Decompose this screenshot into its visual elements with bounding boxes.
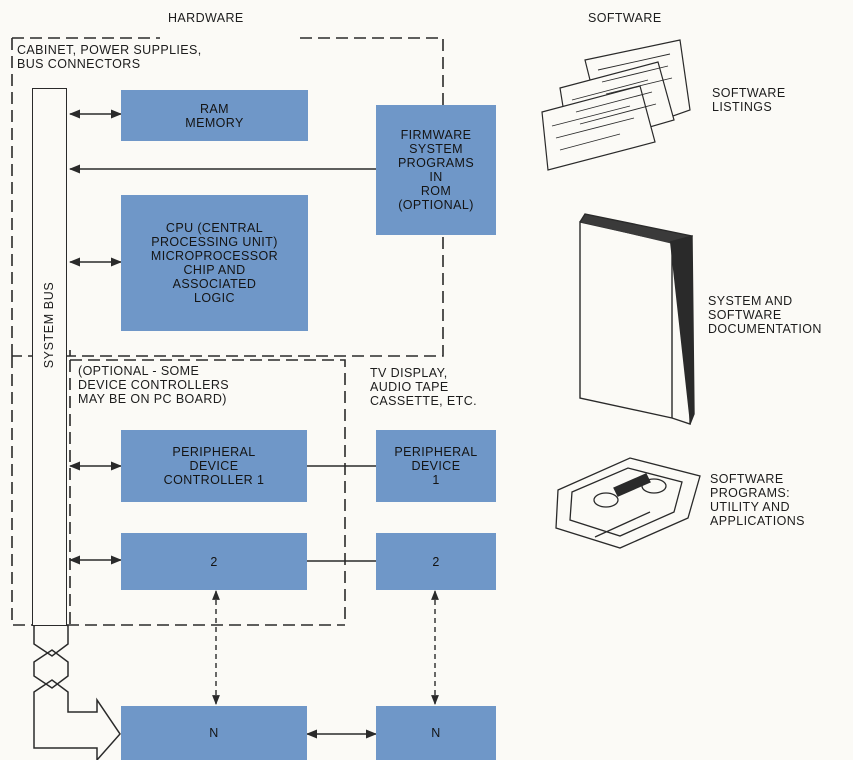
firmware-box: FIRMWARE SYSTEM PROGRAMS IN ROM (OPTIONA… — [376, 105, 496, 235]
software-listings-label: SOFTWARE LISTINGS — [712, 86, 786, 114]
optional-note: (OPTIONAL - SOME DEVICE CONTROLLERS MAY … — [78, 364, 229, 406]
documentation-label: SYSTEM AND SOFTWARE DOCUMENTATION — [708, 294, 822, 336]
listing-paper-icon — [541, 39, 691, 171]
tv-note: TV DISPLAY, AUDIO TAPE CASSETTE, ETC. — [370, 366, 478, 408]
software-programs-label: SOFTWARE PROGRAMS: UTILITY AND APPLICATI… — [710, 472, 805, 528]
ram-memory-box: RAM MEMORY — [121, 90, 308, 141]
hardware-title: HARDWARE — [168, 11, 244, 25]
cabinet-label: CABINET, POWER SUPPLIES, BUS CONNECTORS — [17, 43, 202, 71]
cpu-box: CPU (CENTRAL PROCESSING UNIT) MICROPROCE… — [121, 195, 308, 331]
manual-book-icon — [579, 213, 695, 425]
peripheral-controller-n-box: N — [121, 706, 307, 760]
cabinet-outline — [11, 37, 444, 357]
system-bus — [32, 88, 67, 626]
peripheral-device-n-box: N — [376, 706, 496, 760]
peripheral-device-2-box: 2 — [376, 533, 496, 590]
cassette-tape-icon — [555, 457, 701, 549]
peripheral-controller-2-box: 2 — [121, 533, 307, 590]
cabinet-lower-outline — [11, 356, 345, 626]
bus-expansion-arrow — [33, 611, 121, 760]
controller-area-outline — [69, 350, 346, 625]
peripheral-device-1-box: PERIPHERAL DEVICE 1 — [376, 430, 496, 502]
system-bus-label: SYSTEM BUS — [42, 281, 56, 369]
software-title: SOFTWARE — [588, 11, 662, 25]
peripheral-controller-1-box: PERIPHERAL DEVICE CONTROLLER 1 — [121, 430, 307, 502]
